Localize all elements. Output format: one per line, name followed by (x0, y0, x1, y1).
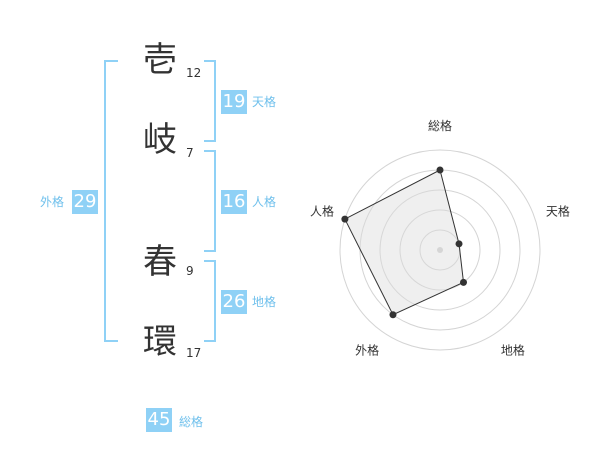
radar-center-dot (437, 247, 443, 253)
radar-ring (399, 209, 481, 291)
tenkaku-bracket (204, 60, 216, 142)
gaikaku-value: 29 (72, 190, 98, 214)
radar-ring (339, 149, 541, 351)
radar-area (344, 169, 465, 316)
name-char-3: 春 (143, 242, 177, 282)
tenkaku-label: 天格 (252, 95, 277, 109)
radar-point (341, 215, 349, 223)
radar-point (436, 166, 444, 174)
radar-axis-label: 地格 (501, 342, 525, 357)
radar-axis-label: 総格 (428, 118, 452, 133)
radar-point (455, 240, 463, 248)
gaikaku-label: 外格 (40, 195, 65, 209)
soukaku-label: 総格 (179, 415, 204, 429)
name-char-1: 壱 (143, 40, 177, 80)
stroke-count-1: 12 (186, 66, 202, 80)
stroke-count-3: 9 (186, 264, 194, 278)
chikaku-value: 26 (221, 290, 247, 314)
jinkaku-value: 16 (221, 190, 247, 214)
radar-axis-label: 人格 (310, 204, 334, 219)
stroke-count-4: 17 (186, 346, 202, 360)
radar-point (389, 311, 397, 319)
chikaku-bracket (204, 260, 216, 342)
radar-axis-label: 外格 (355, 342, 379, 357)
name-char-4: 環 (143, 322, 177, 362)
gaikaku-bracket (104, 60, 118, 342)
radar-point (460, 278, 468, 286)
radar-axis-label: 天格 (546, 204, 570, 219)
tenkaku-value: 19 (221, 90, 247, 114)
soukaku-value: 45 (146, 408, 172, 432)
stroke-count-2: 7 (186, 146, 194, 160)
jinkaku-bracket (204, 150, 216, 252)
name-char-2: 岐 (143, 120, 177, 160)
jinkaku-label: 人格 (252, 195, 277, 209)
radar-ring (379, 189, 501, 311)
chikaku-label: 地格 (252, 295, 277, 309)
